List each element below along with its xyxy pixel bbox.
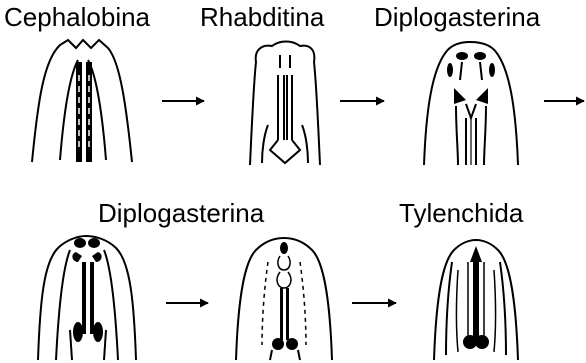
head-diplogasterina-top bbox=[424, 42, 518, 165]
head-cephalobina bbox=[32, 40, 132, 162]
head-diplogasterina-bottom bbox=[38, 236, 136, 360]
arrows bbox=[162, 101, 584, 303]
head-rhabditina bbox=[250, 42, 320, 166]
head-middle-bottom bbox=[236, 238, 332, 360]
head-tylenchida bbox=[434, 240, 518, 360]
